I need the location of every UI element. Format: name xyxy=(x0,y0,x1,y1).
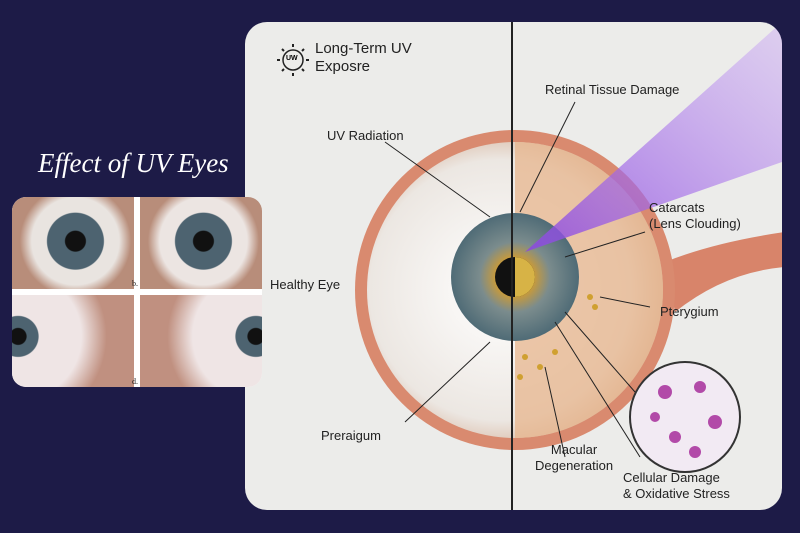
cataract-cloud xyxy=(515,257,535,297)
label-cataracts: Catarcats(Lens Clouding) xyxy=(649,200,741,232)
cataracts-line1: Catarcats xyxy=(649,200,705,215)
cells xyxy=(650,381,722,458)
uv-icon-text: UW xyxy=(286,55,298,62)
left-title: Effect of UV Eyes xyxy=(38,148,229,178)
uv-diagram-panel: UW Long-Term UV Exposre UV Radiation Hea… xyxy=(245,22,782,510)
photo-label-d: d. xyxy=(132,377,138,386)
eye-photo-a xyxy=(12,197,134,289)
eye-photo-c xyxy=(12,295,134,387)
cellular-line2: & Oxidative Stress xyxy=(623,486,730,501)
optic-nerve xyxy=(665,232,782,312)
cataracts-line2: (Lens Clouding) xyxy=(649,216,741,231)
label-healthy-eye: Healthy Eye xyxy=(270,277,341,292)
eye-photo-grid: b. d. xyxy=(12,197,262,387)
macular-deposits xyxy=(517,294,598,380)
label-pterygium: Pterygium xyxy=(660,304,719,319)
eye-photo-b: b. xyxy=(132,197,262,289)
panel-header: Long-Term UV Exposre xyxy=(315,40,412,76)
label-preraigum: Preraigum xyxy=(321,428,381,443)
eye-photo-d: d. xyxy=(132,295,262,387)
uv-sun-icon xyxy=(277,44,309,76)
macular-line2: Degeneration xyxy=(535,458,614,473)
eye-illustration xyxy=(277,22,782,510)
label-retinal-damage: Retinal Tissue Damage xyxy=(545,82,680,97)
cellular-line1: Cellular Damage xyxy=(623,470,720,485)
cell-magnified-circle xyxy=(629,361,741,473)
photo-label-b: b. xyxy=(132,279,138,288)
macular-line1: Macular xyxy=(550,442,598,457)
header-line2: Exposre xyxy=(315,58,371,75)
label-uv-radiation: UV Radiation xyxy=(327,128,404,143)
header-line1: Long-Term UV xyxy=(315,40,412,57)
pointer-lines xyxy=(384,101,651,458)
uv-beam xyxy=(525,22,782,252)
label-cellular: Cellular Damage& Oxidative Stress xyxy=(623,470,730,502)
